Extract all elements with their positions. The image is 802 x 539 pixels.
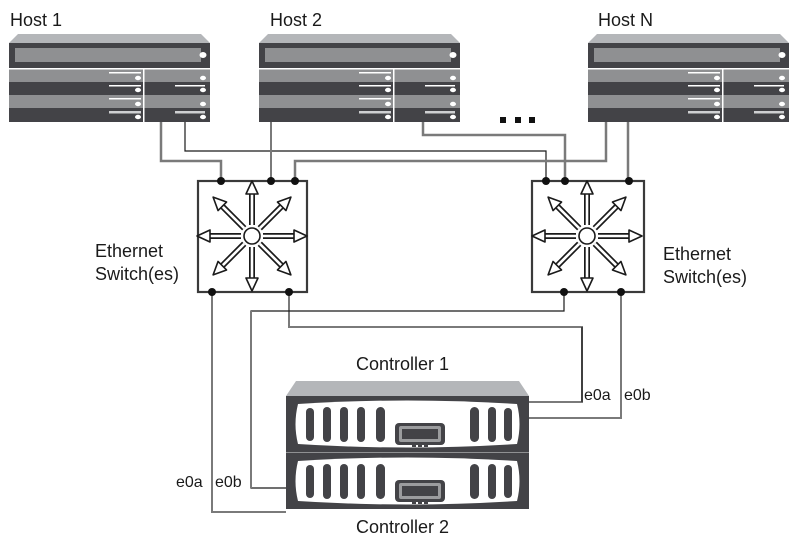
host-2-label: Host 2 xyxy=(270,10,322,30)
switch-2-ports xyxy=(542,177,633,296)
host-1-label: Host 1 xyxy=(10,10,62,30)
controller-1 xyxy=(286,396,529,452)
switch-arrows-icon xyxy=(532,181,642,291)
switch-2-label-line1: Ethernet xyxy=(663,244,731,264)
controller-1-port-e0b-label: e0b xyxy=(624,387,651,404)
host-n-label: Host N xyxy=(598,10,653,30)
controller-1-label: Controller 1 xyxy=(356,354,449,374)
controller-2 xyxy=(286,453,529,509)
cable-switch1-controller2-e0a xyxy=(211,292,286,513)
cable-host1-switch1 xyxy=(159,122,223,181)
cable-hostN-switch1 xyxy=(293,122,608,181)
storage-controller-icon xyxy=(286,453,529,509)
cables xyxy=(159,122,630,513)
switch-1-label-line1: Ethernet xyxy=(95,241,163,261)
switch-1: Ethernet Switch(es) xyxy=(95,177,307,296)
switch-2-label-line2: Switch(es) xyxy=(663,267,747,287)
cable-host2-switch2 xyxy=(421,122,567,181)
host-n: Host N xyxy=(588,10,789,122)
cable-host1-switch2 xyxy=(184,122,547,181)
storage-controller-icon xyxy=(286,396,529,452)
server-icon xyxy=(588,34,789,122)
switch-1-label-line2: Switch(es) xyxy=(95,264,179,284)
host-2: Host 2 xyxy=(259,10,460,122)
switch-2: Ethernet Switch(es) xyxy=(532,177,747,296)
host-1: Host 1 xyxy=(9,10,210,122)
server-icon xyxy=(259,34,460,122)
cable-switch2-controller1-e0b xyxy=(529,292,622,419)
controller-1-port-e0a-label: e0a xyxy=(584,387,611,404)
more-hosts-ellipsis-icon xyxy=(500,117,535,123)
switch-1-ports xyxy=(208,177,299,296)
server-icon xyxy=(9,34,210,122)
controller-2-port-e0b-label: e0b xyxy=(215,474,242,491)
controller-chassis xyxy=(286,381,529,509)
controller-2-port-e0a-label: e0a xyxy=(176,474,203,491)
controller-2-label: Controller 2 xyxy=(356,517,449,537)
switch-arrows-icon xyxy=(197,181,307,291)
